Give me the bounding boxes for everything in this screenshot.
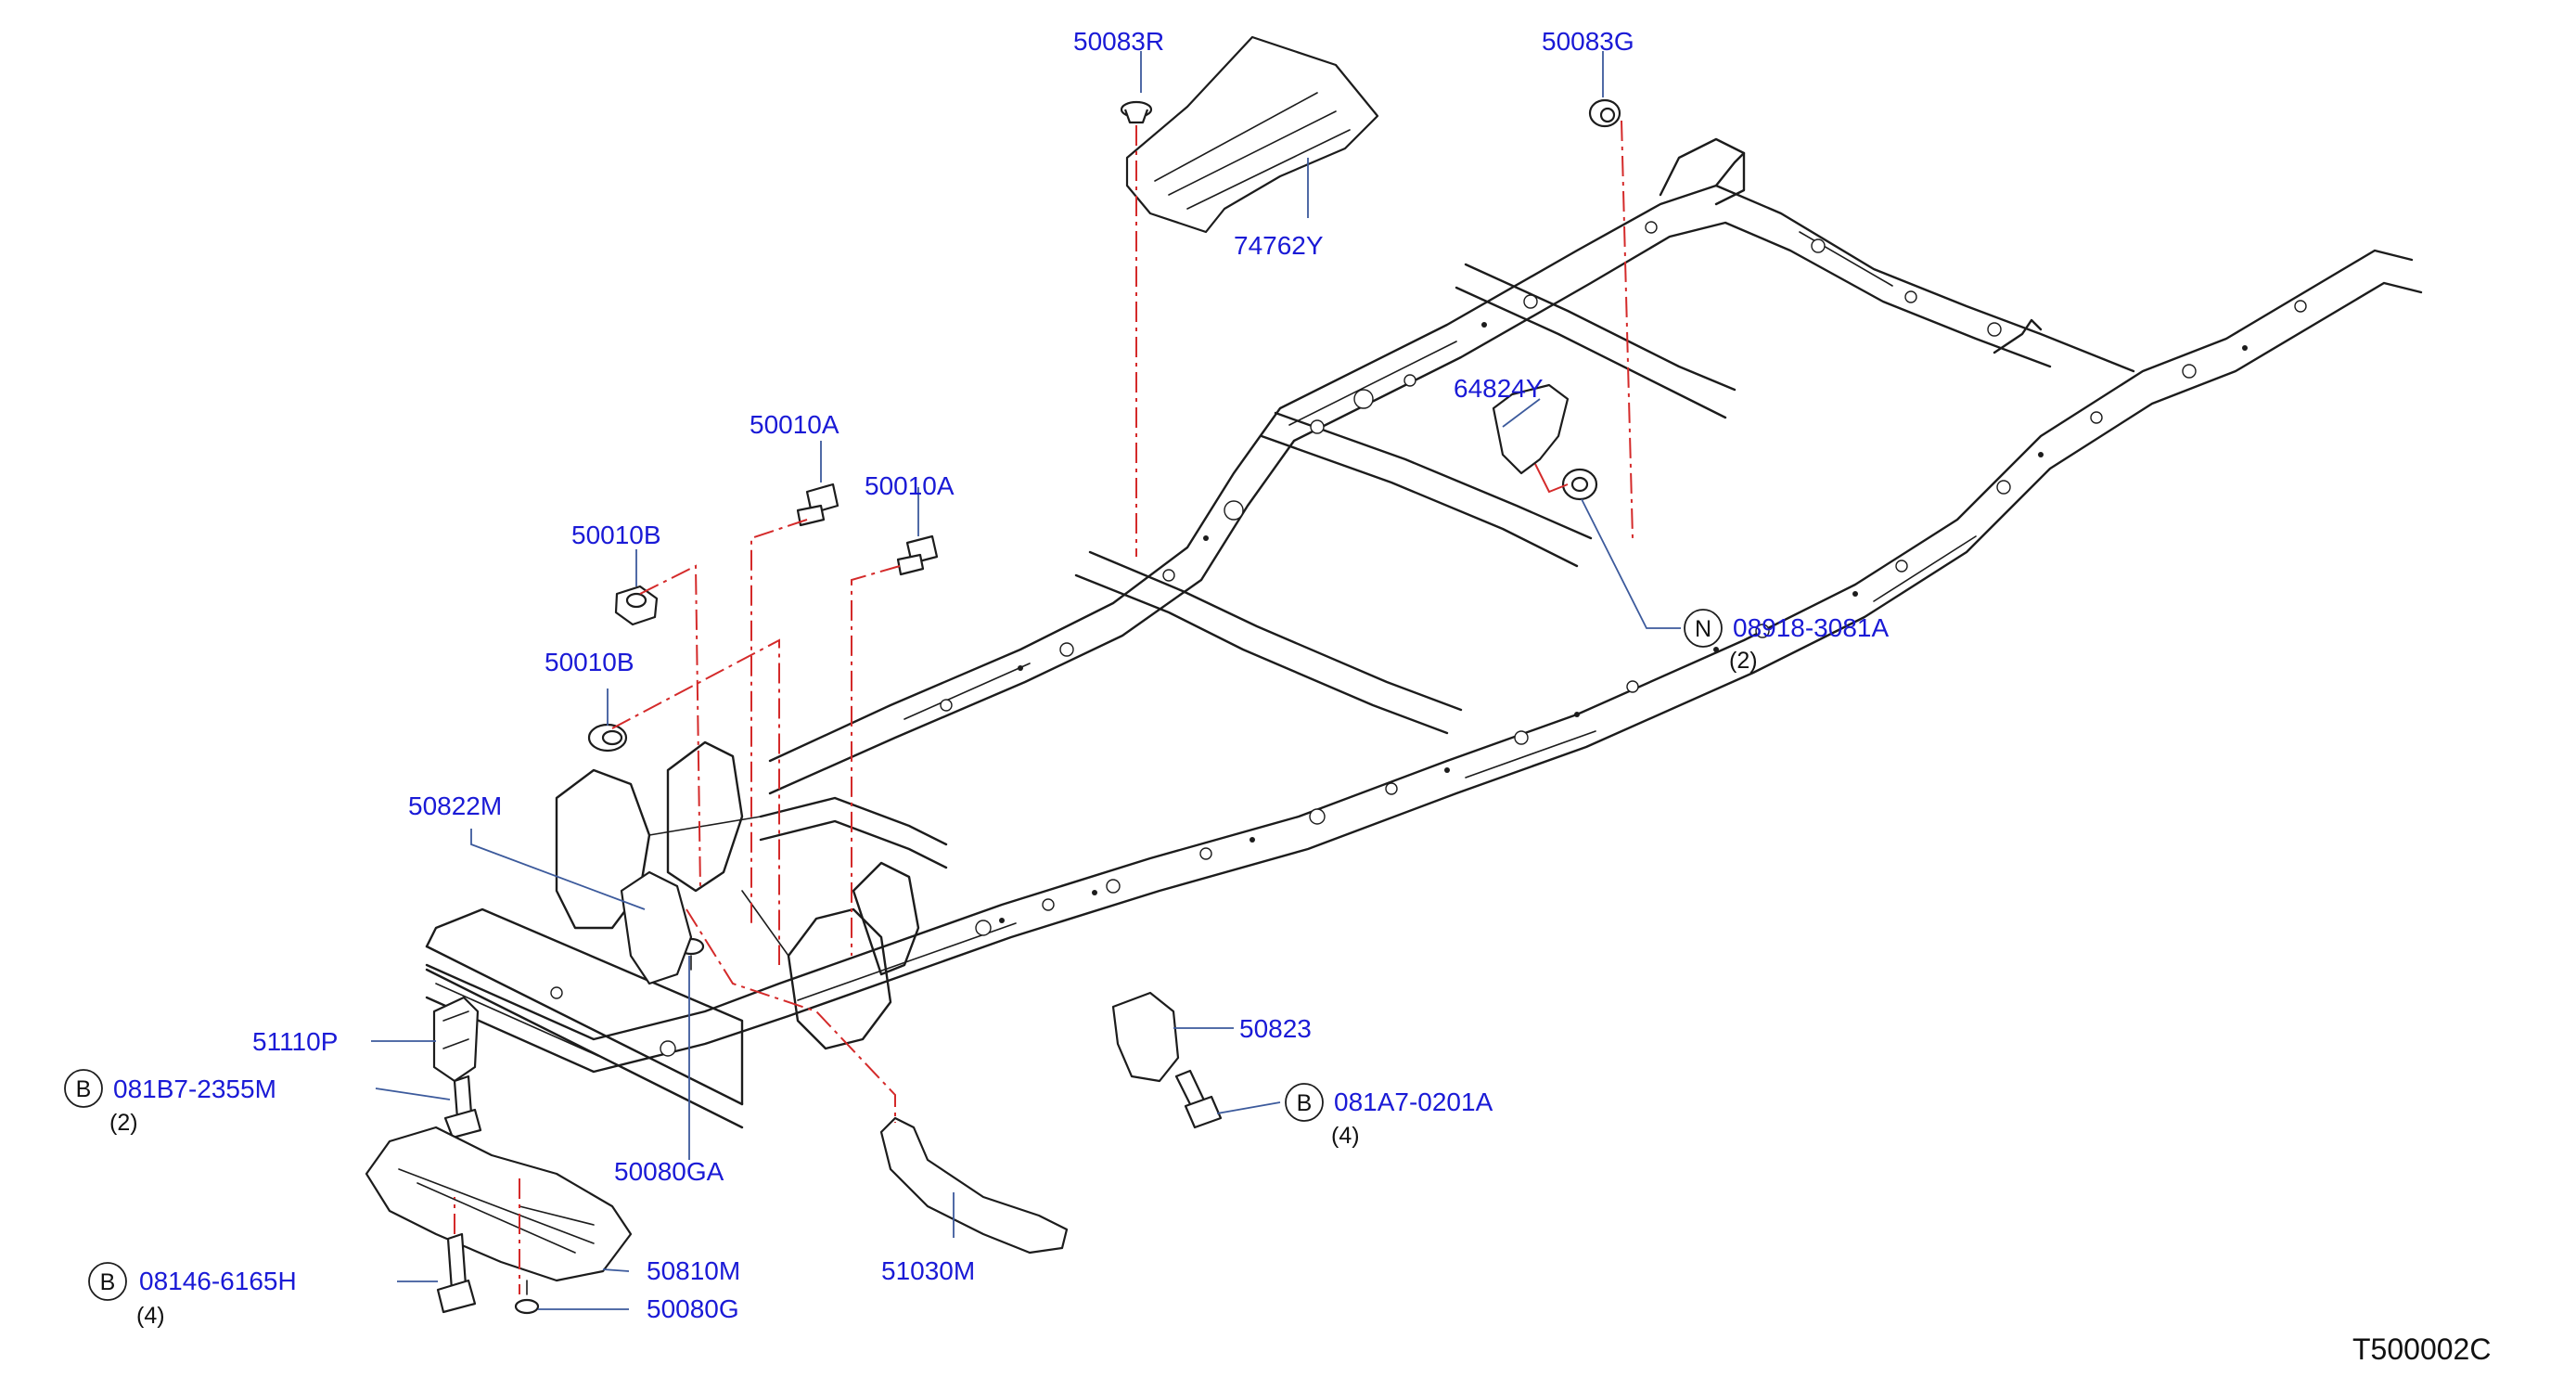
- skid-plate-50810m: [365, 1126, 633, 1282]
- brace-51030m: [879, 1116, 1069, 1255]
- qty-08146-6165h: (4): [136, 1303, 165, 1329]
- frame-holes: [550, 221, 2307, 1057]
- bracket-51110p: [432, 996, 480, 1083]
- vehicle-frame: [425, 137, 2423, 1129]
- label-50823[interactable]: 50823: [1239, 1014, 1312, 1043]
- bolt-081b7: [443, 1075, 482, 1139]
- label-50810m[interactable]: 50810M: [647, 1256, 740, 1285]
- diagram-code: T500002C: [2352, 1332, 2491, 1366]
- bracket-50822m: [620, 870, 693, 985]
- bolt-08146: [436, 1232, 477, 1314]
- bushing-08918: [1561, 468, 1598, 501]
- label-08146-6165h[interactable]: 08146-6165H: [139, 1267, 297, 1295]
- washer-50010b: [587, 723, 628, 753]
- bolt-50010a-upper: [796, 483, 839, 527]
- nut-type-n-marker: [1684, 609, 1723, 648]
- label-64824y[interactable]: 64824Y: [1454, 374, 1544, 403]
- label-081a7-0201a[interactable]: 081A7-0201A: [1334, 1087, 1493, 1116]
- qty-08918-3081a: (2): [1729, 648, 1758, 674]
- bolt-type-b-letter-1: B: [76, 1076, 92, 1102]
- part-number-labels: 50083R 50083G 74762Y 64824Y 50010A 50010…: [109, 27, 1889, 1329]
- label-51110p[interactable]: 51110P: [252, 1027, 338, 1056]
- cover-64824y: [1492, 383, 1570, 475]
- label-50010b-washer[interactable]: 50010B: [545, 648, 634, 676]
- circled-markers: B B B N: [64, 609, 1723, 1301]
- label-74762y[interactable]: 74762Y: [1234, 231, 1324, 260]
- qty-081a7-0201a: (4): [1331, 1123, 1360, 1149]
- clip-50080g: [514, 1280, 540, 1315]
- label-50083g[interactable]: 50083G: [1542, 27, 1634, 56]
- label-50010b-nut[interactable]: 50010B: [571, 521, 661, 549]
- label-50822m[interactable]: 50822M: [408, 791, 502, 820]
- leader-lines: [371, 51, 1681, 1310]
- nut-50010b: [614, 585, 659, 626]
- nut-type-n-letter: N: [1695, 616, 1711, 642]
- bolt-type-b-marker-3: [88, 1262, 127, 1301]
- bracket-50823: [1111, 991, 1180, 1083]
- label-081b7-2355m[interactable]: 081B7-2355M: [113, 1075, 276, 1103]
- label-50080g[interactable]: 50080G: [647, 1294, 739, 1323]
- bolt-type-b-letter-2: B: [1297, 1090, 1313, 1116]
- bolt-type-b-marker-1: [64, 1069, 103, 1108]
- label-08918-3081a[interactable]: 08918-3081A: [1733, 613, 1889, 642]
- heat-insulator-74762y: [1125, 35, 1379, 234]
- bolt-type-b-marker-2: [1285, 1083, 1324, 1122]
- label-51030m[interactable]: 51030M: [881, 1256, 975, 1285]
- grommet-50083g: [1588, 98, 1621, 128]
- label-50010a-lower[interactable]: 50010A: [865, 471, 955, 500]
- label-50010a-upper[interactable]: 50010A: [750, 410, 839, 439]
- plug-50083r: [1120, 100, 1153, 124]
- label-50083r[interactable]: 50083R: [1073, 27, 1164, 56]
- bolt-081a7: [1174, 1069, 1223, 1129]
- frame-dots: [999, 322, 2248, 923]
- label-50080ga[interactable]: 50080GA: [614, 1157, 724, 1186]
- assembly-lines: [454, 120, 1634, 1294]
- bolt-type-b-letter-3: B: [100, 1269, 116, 1295]
- qty-081b7-2355m: (2): [109, 1110, 138, 1136]
- bolt-50010a-lower: [896, 534, 939, 576]
